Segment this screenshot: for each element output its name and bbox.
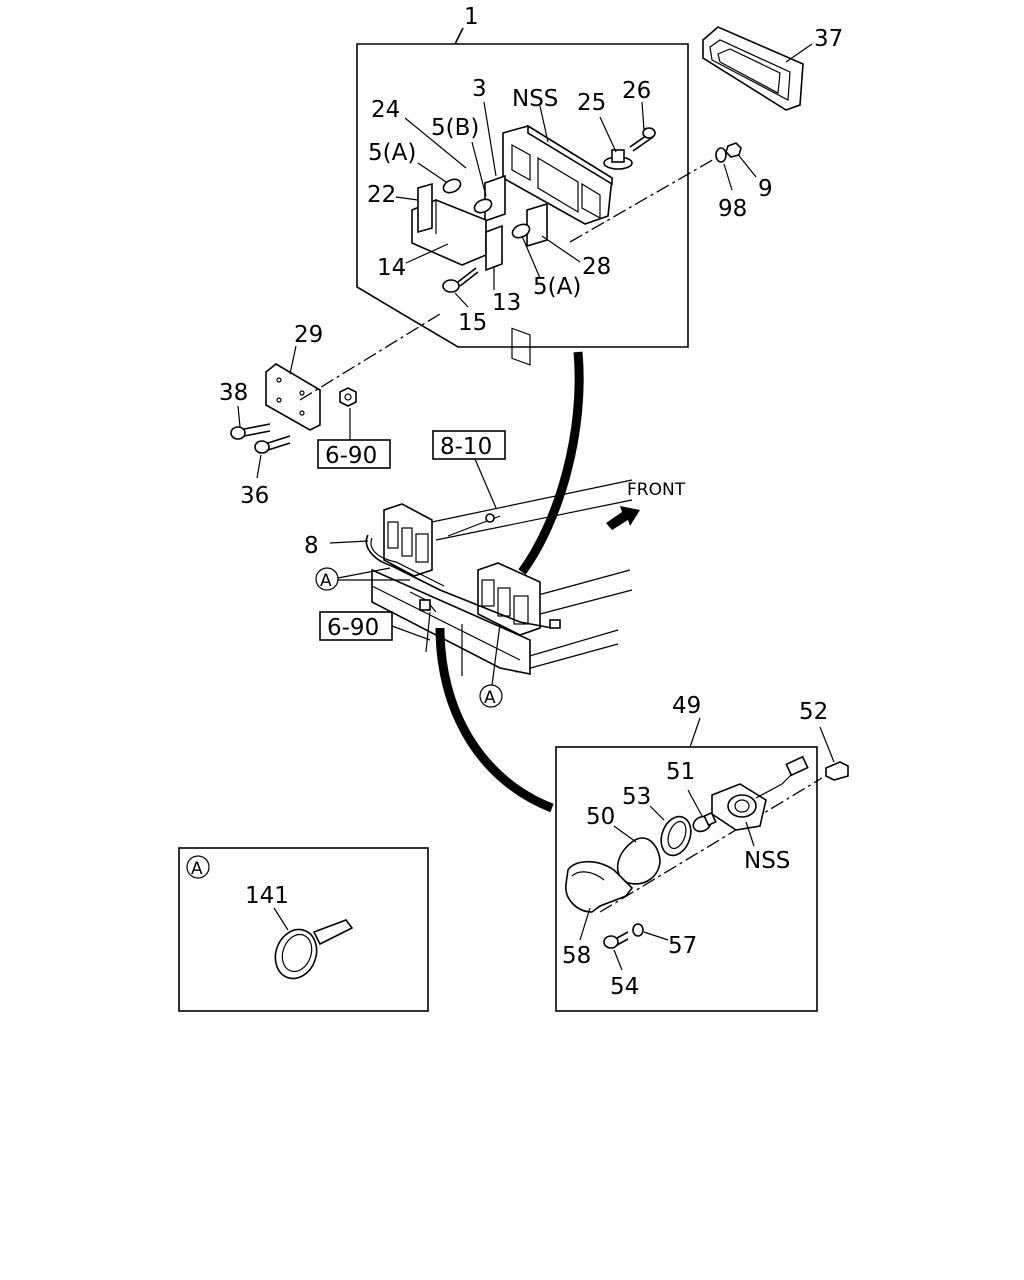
- rear-lamp-detail-box: 1: [356, 4, 757, 366]
- gasket-53-icon: [660, 815, 692, 857]
- part-label-58: 58: [562, 943, 591, 969]
- part-label-29: 29: [294, 322, 323, 348]
- leader-51: [687, 789, 703, 817]
- side-lamp-detail-box: 49 52 51 53: [555, 693, 849, 1012]
- side-lamp-axis-line: [599, 777, 823, 913]
- detail-a-label: A: [191, 859, 203, 879]
- callout-a-top: A: [315, 567, 410, 591]
- ref-label-6-90-top: 6-90: [325, 443, 377, 469]
- callout-a-bottom-label: A: [484, 688, 496, 708]
- part-label-1: 1: [464, 4, 479, 30]
- nss-label-bottom: NSS: [744, 848, 790, 874]
- screw-15-icon: [442, 267, 479, 293]
- mount-25-icon: [603, 149, 633, 170]
- gasket-3: [484, 174, 506, 223]
- nut-icon: [339, 387, 357, 440]
- part-label-24: 24: [371, 97, 400, 123]
- part-label-3: 3: [472, 76, 487, 102]
- bolt-36-icon: [254, 435, 291, 479]
- bulb-icons: [442, 178, 531, 239]
- part-label-141: 141: [245, 883, 289, 909]
- front-label: FRONT: [627, 480, 686, 500]
- leader-53: [649, 805, 665, 821]
- washer-57-icon: [632, 923, 669, 941]
- bracket-axis-line: [299, 313, 441, 401]
- lamp-housing: [502, 124, 613, 366]
- reflector-22: [417, 182, 433, 234]
- part-label-51: 51: [666, 759, 695, 785]
- part-label-5b: 5(B): [431, 115, 479, 141]
- part-label-37: 37: [814, 26, 843, 52]
- part-label-57: 57: [668, 933, 697, 959]
- bolt-26-icon: [629, 127, 656, 152]
- front-arrow-icon: [606, 506, 640, 530]
- part-label-52: 52: [799, 699, 828, 725]
- leader-nss-bottom: [745, 821, 755, 847]
- leader-58: [579, 907, 591, 941]
- part-label-54: 54: [610, 974, 639, 1000]
- callout-a-top-label: A: [320, 571, 332, 591]
- detail-a-box: A 141: [178, 847, 429, 1012]
- part-label-53: 53: [622, 784, 651, 810]
- part-label-25: 25: [577, 90, 606, 116]
- part-label-50: 50: [586, 804, 615, 830]
- leader-8: [329, 540, 369, 544]
- leader-50: [613, 825, 637, 843]
- connector-curve-top: [518, 351, 584, 575]
- part-label-28: 28: [582, 254, 611, 280]
- ref-box-6-90-top[interactable]: 6-90: [317, 439, 391, 469]
- connector-52: [825, 761, 849, 781]
- washer-nut-icons: [715, 142, 742, 163]
- ref-label-6-90-bottom: 6-90: [327, 615, 379, 641]
- part-label-98: 98: [718, 196, 747, 222]
- bracket-29: [265, 345, 321, 431]
- part-label-8: 8: [304, 533, 319, 559]
- bolt-38-icon: [230, 405, 271, 440]
- leader-6-90-bottom: [391, 625, 431, 641]
- part-label-36: 36: [240, 483, 269, 509]
- housing-58-icon: [565, 860, 634, 913]
- connector-curve-bottom: [435, 627, 554, 813]
- leader-8-10: [474, 458, 497, 509]
- clip-141-icon: [274, 919, 354, 980]
- part-label-5a-bottom: 5(A): [533, 274, 581, 300]
- part-label-15: 15: [458, 310, 487, 336]
- part-label-13: 13: [492, 290, 521, 316]
- part-label-38: 38: [219, 380, 248, 406]
- assembly-axis-line: [569, 157, 717, 243]
- vehicle-frame-overview: [365, 479, 633, 676]
- part-label-26: 26: [622, 78, 651, 104]
- protector-37: [702, 26, 813, 111]
- part-label-14: 14: [377, 255, 406, 281]
- part-label-22: 22: [367, 182, 396, 208]
- part-label-9: 9: [758, 176, 773, 202]
- part-label-5a-top: 5(A): [368, 140, 416, 166]
- ref-box-6-90-bottom[interactable]: 6-90: [319, 611, 393, 641]
- bulb-51-icon: [692, 811, 717, 833]
- reflector-13: [485, 224, 503, 272]
- part-label-49: 49: [672, 693, 701, 719]
- screw-54-icon: [603, 931, 629, 971]
- nss-label-top: NSS: [512, 86, 558, 112]
- leaders-box1: [395, 101, 757, 308]
- ref-box-8-10[interactable]: 8-10: [432, 430, 506, 460]
- lens-50-icon: [616, 837, 661, 885]
- callout-a-bottom: A: [479, 623, 503, 708]
- socket-base: [711, 755, 809, 831]
- gasket-28: [526, 202, 548, 248]
- leader-52: [819, 726, 835, 763]
- ref-label-8-10: 8-10: [440, 434, 492, 460]
